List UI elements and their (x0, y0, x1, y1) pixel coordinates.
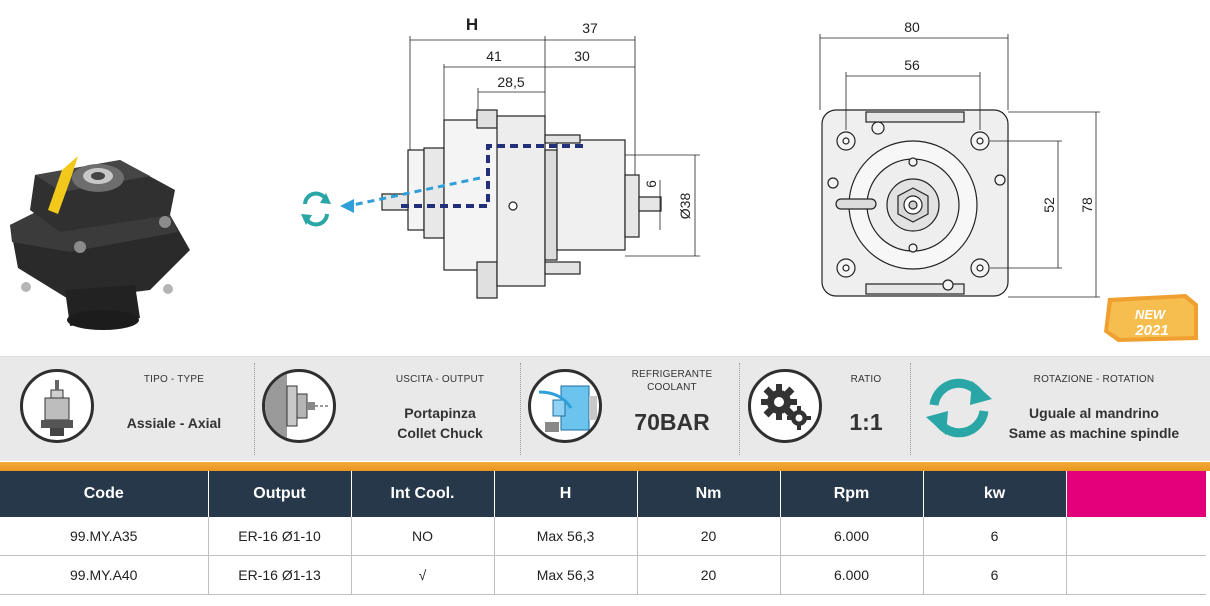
strip-divider (254, 363, 255, 455)
ratio-label: RATIO (850, 374, 882, 385)
table-row: 99.MY.A40 ER-16 Ø1-13 √ Max 56,3 20 6.00… (0, 555, 1206, 595)
ratio-value: 1:1 (849, 409, 883, 435)
coolant-path (340, 144, 583, 213)
strip-divider (910, 363, 911, 455)
cell-code: 99.MY.A40 (0, 555, 209, 595)
cell-nm: 20 (637, 517, 781, 556)
dim-56-label: 56 (904, 57, 920, 73)
technical-drawing-area: H 37 41 30 28,5 6 Ø38 (10, 15, 1100, 330)
tool-holder-photo (10, 156, 190, 330)
side-view-drawing (381, 109, 662, 299)
rotation-value-line2: Same as machine spindle (1008, 425, 1180, 441)
dim-28-5-label: 28,5 (497, 74, 524, 90)
rotation-value-line1: Uguale al mandrino (1029, 405, 1159, 421)
table-row: 99.MY.A35 ER-16 Ø1-10 NO Max 56,3 20 6.0… (0, 517, 1206, 556)
cell-int-cool: √ (351, 555, 495, 595)
strip-divider (520, 363, 521, 455)
badge-year-text: 2021 (1134, 322, 1168, 339)
col-header-code: Code (0, 471, 209, 517)
output-value-line2: Collet Chuck (397, 425, 483, 441)
coolant-label-line1: REFRIGERANTE (631, 369, 713, 380)
coolant-value: 70BAR (634, 409, 710, 435)
cell-h: Max 56,3 (494, 517, 638, 556)
cell-nm: 20 (637, 555, 781, 595)
new-2021-badge: NEW 2021 (1100, 292, 1204, 344)
cell-rpm: 6.000 (780, 517, 924, 556)
cell-kw: 6 (923, 555, 1067, 595)
gears-icon (748, 369, 822, 443)
cell-output: ER-16 Ø1-13 (208, 555, 352, 595)
coolant-label-line2: COOLANT (647, 382, 697, 393)
col-header-int-cool: Int Cool. (351, 471, 495, 517)
collet-chuck-icon (262, 369, 336, 443)
feature-strip: TIPO - TYPE Assiale - Axial USCITA - OUT… (0, 356, 1210, 461)
type-label: TIPO - TYPE (143, 374, 205, 385)
dim-37-label: 37 (582, 20, 598, 36)
dim-30-label: 30 (574, 48, 590, 64)
dim-41-label: 41 (486, 48, 502, 64)
col-header-h: H (494, 471, 638, 517)
rotation-arrows-small-icon (301, 191, 331, 227)
coolant-icon (528, 369, 602, 443)
side-dimension-lines (409, 36, 700, 257)
rotation-label: ROTAZIONE - ROTATION (1033, 374, 1155, 385)
cell-output: ER-16 Ø1-10 (208, 517, 352, 556)
type-value: Assiale - Axial (126, 415, 222, 431)
dim-78-label: 78 (1079, 197, 1095, 213)
dim-d38-label: Ø38 (677, 193, 693, 220)
cell-int-cool: NO (351, 517, 495, 556)
dim-6-label: 6 (643, 180, 659, 188)
accent-divider (0, 462, 1210, 471)
rotation-arrows-icon (922, 371, 996, 445)
cell-rpm: 6.000 (780, 555, 924, 595)
output-value-line1: Portapinza (404, 405, 476, 421)
cell-kw: 6 (923, 517, 1067, 556)
dim-80-label: 80 (904, 19, 920, 35)
col-header-kw: kw (923, 471, 1067, 517)
front-dimension-lines (819, 34, 1100, 298)
cell-code: 99.MY.A35 (0, 517, 209, 556)
cell-empty (1066, 555, 1206, 595)
axial-tool-icon (20, 369, 94, 443)
cell-empty (1066, 517, 1206, 556)
col-header-rpm: Rpm (780, 471, 924, 517)
spec-table: Code Output Int Cool. H Nm Rpm kw 99.MY.… (0, 471, 1206, 595)
col-header-nm: Nm (637, 471, 781, 517)
output-label: USCITA - OUTPUT (395, 374, 485, 385)
dim-52-label: 52 (1041, 197, 1057, 213)
cell-h: Max 56,3 (494, 555, 638, 595)
front-view-drawing (821, 109, 1009, 297)
col-header-output: Output (208, 471, 352, 517)
col-header-accent (1066, 471, 1206, 517)
dim-H-label: H (466, 15, 478, 34)
badge-new-text: NEW (1135, 307, 1167, 322)
table-header-row: Code Output Int Cool. H Nm Rpm kw (0, 471, 1206, 517)
strip-divider (739, 363, 740, 455)
